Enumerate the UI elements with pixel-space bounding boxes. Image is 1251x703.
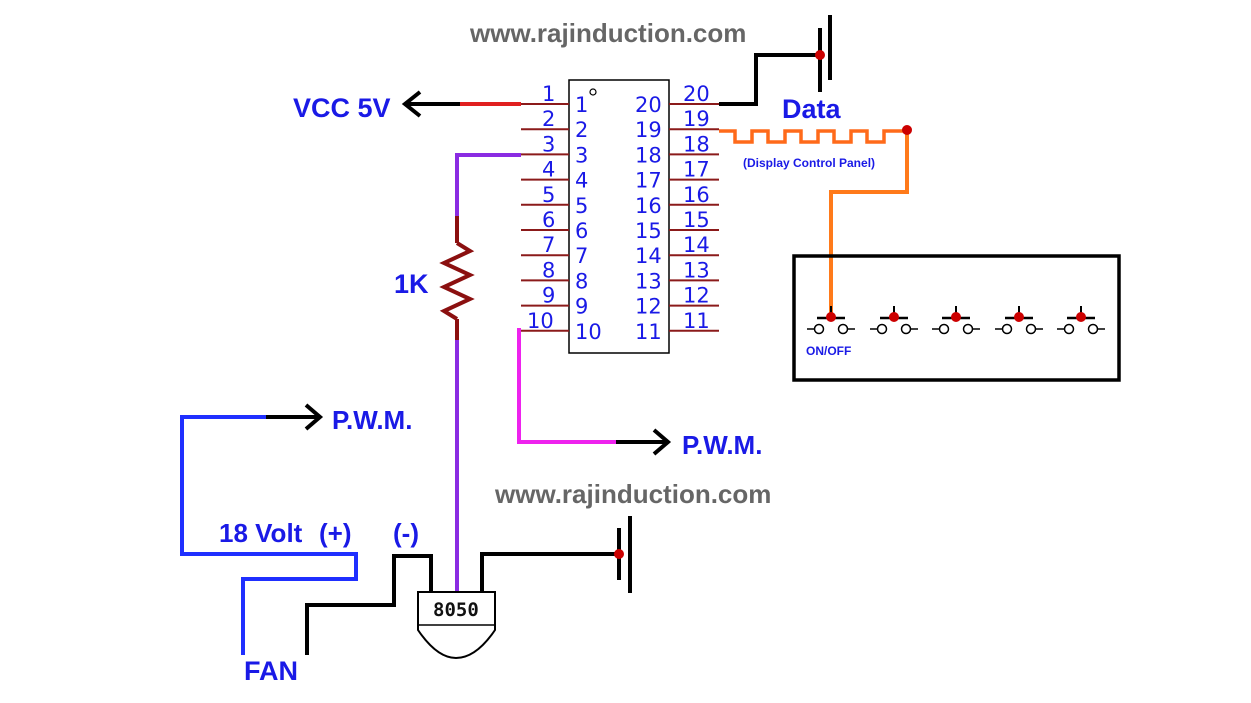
pin-number-outer-left: 1: [542, 82, 555, 106]
pwm-right-arrow-icon: [652, 428, 672, 456]
pin-number-inner-right: 17: [635, 169, 662, 193]
node-dot: [614, 549, 624, 559]
ground-top: [719, 15, 832, 106]
vcc-connection: VCC 5V: [293, 90, 521, 123]
volt-label: 18 Volt: [219, 518, 303, 548]
watermark-top: www.rajinduction.com: [469, 18, 746, 48]
pin-number-outer-right: 17: [683, 158, 710, 182]
pin-number-inner-right: 13: [635, 269, 662, 293]
transistor-label: 8050: [433, 599, 479, 621]
switch-icon: [870, 306, 918, 335]
switch-icon: [932, 306, 980, 335]
pin-number-inner-left: 4: [575, 169, 588, 193]
pin-number-inner-left: 7: [575, 244, 588, 268]
pin-number-outer-left: 9: [542, 284, 555, 308]
pin-number-outer-right: 19: [683, 107, 710, 131]
pin-number-inner-left: 6: [575, 219, 588, 243]
pin-number-inner-right: 11: [635, 320, 662, 344]
resistor-branch: 1K: [394, 153, 521, 592]
pin-number-inner-left: 2: [575, 118, 588, 142]
pwm-right-label: P.W.M.: [682, 430, 762, 460]
onoff-label: ON/OFF: [806, 344, 851, 358]
plus-label: (+): [319, 518, 352, 548]
pin-number-inner-left: 3: [575, 143, 588, 167]
pin-number-inner-left: 10: [575, 320, 602, 344]
watermark-bottom: www.rajinduction.com: [494, 479, 771, 509]
pin-number-outer-left: 8: [542, 258, 555, 282]
pwm-right-branch: P.W.M.: [517, 328, 762, 460]
pin-number-outer-right: 11: [683, 309, 710, 333]
pwm-left-label: P.W.M.: [332, 405, 412, 435]
pin-number-inner-right: 15: [635, 219, 662, 243]
pin-number-outer-right: 16: [683, 183, 710, 207]
display-control-panel: ON/OFF: [792, 254, 1121, 382]
pin-number-outer-right: 20: [683, 82, 710, 106]
fan-minus-wire: [305, 554, 433, 655]
pin-number-inner-right: 16: [635, 194, 662, 218]
resistor-label: 1K: [394, 269, 429, 299]
pwm-left-arrow-icon: [304, 403, 324, 431]
switch-icon: [1057, 306, 1105, 335]
pin-number-inner-right: 12: [635, 295, 662, 319]
vcc-arrow-icon: [401, 90, 422, 118]
minus-label: (-): [393, 518, 419, 548]
transistor-icon: 8050: [417, 591, 496, 660]
data-label: Data: [782, 94, 842, 124]
pin1-marker: [589, 88, 597, 96]
pin-number-outer-left: 4: [542, 158, 555, 182]
pin-number-outer-right: 15: [683, 208, 710, 232]
pin-number-inner-left: 5: [575, 194, 588, 218]
pin-number-outer-left: 2: [542, 107, 555, 131]
data-line: Data (Display Control Panel): [719, 94, 912, 316]
vcc-label: VCC 5V: [293, 93, 391, 123]
pin-number-inner-left: 1: [575, 93, 588, 117]
pin-number-inner-right: 20: [635, 93, 662, 117]
pin-number-inner-right: 14: [635, 244, 662, 268]
pin-number-outer-right: 13: [683, 258, 710, 282]
pin-number-outer-right: 14: [683, 233, 710, 257]
resistor-icon: [439, 241, 475, 321]
pin-number-outer-left: 7: [542, 233, 555, 257]
pin-number-outer-left: 5: [542, 183, 555, 207]
switch-icon: [807, 306, 855, 335]
pwm-left-branch: P.W.M. 18 Volt (+) (-) FAN: [180, 403, 419, 686]
pin-number-inner-right: 18: [635, 143, 662, 167]
pin-number-outer-left: 6: [542, 208, 555, 232]
fan-label: FAN: [244, 656, 298, 686]
pin-number-inner-right: 19: [635, 118, 662, 142]
pin-number-outer-left: 10: [527, 309, 554, 333]
pin-number-inner-left: 9: [575, 295, 588, 319]
pin-number-outer-right: 18: [683, 132, 710, 156]
node-dot: [815, 50, 825, 60]
pin-number-outer-right: 12: [683, 284, 710, 308]
pin-number-inner-left: 8: [575, 269, 588, 293]
pin-number-outer-left: 3: [542, 132, 555, 156]
switch-icon: [995, 306, 1043, 335]
ground-bottom: [480, 516, 632, 593]
display-panel-label: (Display Control Panel): [743, 156, 875, 170]
